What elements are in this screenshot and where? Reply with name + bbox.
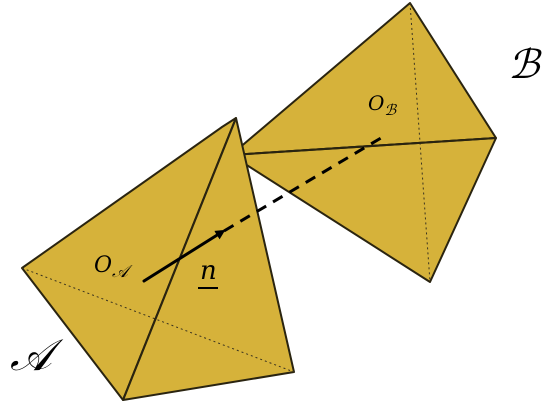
tetrahedron-a (21, 117, 295, 401)
origin-a-subscript: 𝒜 (112, 262, 133, 282)
tetrahedron-b-face-bottom (230, 137, 497, 283)
normal-vector-arrow (142, 229, 226, 283)
origin-a-letter: O (94, 253, 112, 278)
tetrahedron-a-hidden-edge (21, 267, 295, 373)
tetrahedron-b (230, 2, 497, 283)
normal-vector-label: n (200, 256, 217, 286)
origin-b-label: Oℬ (368, 91, 397, 119)
origin-a-label: O𝒜 (94, 253, 133, 282)
tetrahedron-b-face-left (230, 2, 497, 156)
origin-b-letter: O (368, 91, 384, 115)
body-a-label: 𝒜 (10, 330, 64, 381)
body-b-label: ℬ (508, 42, 542, 88)
tetrahedron-b-hidden-edge-1 (409, 2, 431, 283)
origin-b-subscript: ℬ (384, 101, 397, 119)
origin-connector-dashed (223, 136, 382, 233)
tetrahedron-b-visible-edge (230, 137, 497, 156)
